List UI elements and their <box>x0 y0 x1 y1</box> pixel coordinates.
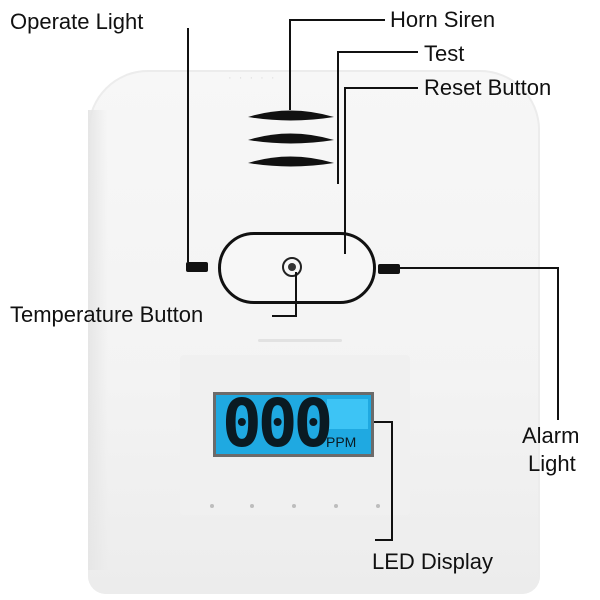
temperature-button-leader <box>272 272 297 317</box>
label-test: Test <box>424 41 465 66</box>
label-led-display: LED Display <box>372 549 494 574</box>
body-shading <box>88 110 108 570</box>
led-display-leader <box>374 421 393 541</box>
siren-slot <box>248 110 334 121</box>
panel-dot <box>334 504 338 508</box>
test-leader <box>337 51 418 184</box>
panel-dot <box>210 504 214 508</box>
temperature-button[interactable] <box>282 257 302 277</box>
lcd-backlight-segment <box>327 399 368 429</box>
operate-light <box>186 262 208 272</box>
lcd-reading: 000 <box>222 385 333 462</box>
led-display: 000 PPM <box>213 385 374 462</box>
reset-button-leader <box>344 87 418 254</box>
alarm-light-leader <box>400 267 559 420</box>
label-horn-siren: Horn Siren <box>390 7 496 32</box>
siren-slot <box>248 133 334 144</box>
label-alarm-light-line1: Alarm <box>522 423 580 448</box>
siren-slot <box>248 156 334 167</box>
panel-dot <box>250 504 254 508</box>
panel-dot <box>376 504 380 508</box>
label-reset-button: Reset Button <box>424 75 552 100</box>
device-engraving: · · · · · <box>228 72 277 84</box>
panel-divider <box>258 339 342 342</box>
label-operate-light: Operate Light <box>10 9 144 34</box>
label-alarm-light-line2: Light <box>528 451 576 476</box>
alarm-light <box>378 264 400 274</box>
label-temperature-button: Temperature Button <box>10 302 204 327</box>
panel-dot <box>292 504 296 508</box>
lcd-unit: PPM <box>326 434 357 450</box>
temperature-button-center <box>288 263 296 271</box>
horn-siren-leader <box>289 19 385 110</box>
